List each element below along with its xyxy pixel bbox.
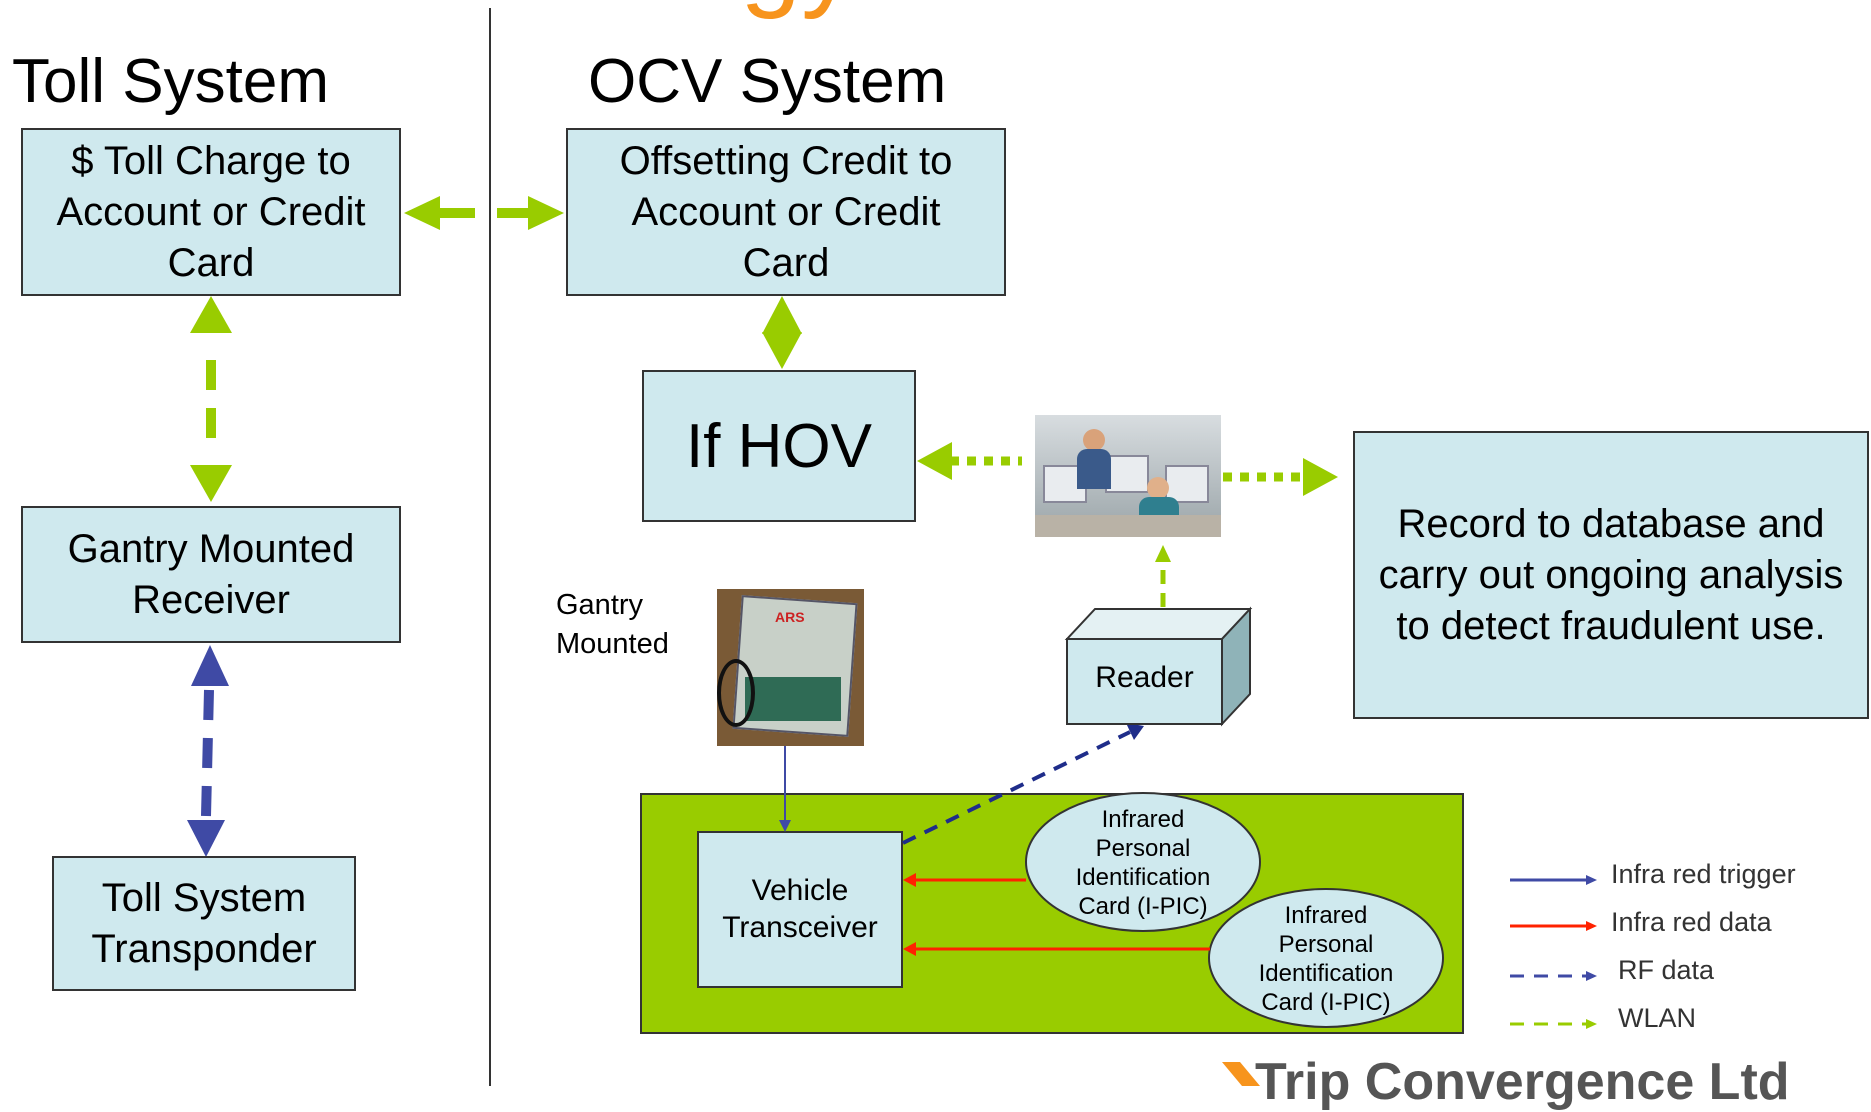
legend-line-wlan [1510,1019,1597,1029]
offsetting-credit-box: Offsetting Credit to Account or Credit C… [566,128,1006,296]
reader-box-3d [1064,606,1253,727]
wlan-link-tollcharge-gantry [190,296,232,502]
device-label: ARS [775,609,805,625]
gantry-mounted-label: Gantry Mounted [556,589,669,660]
legend-line-ir-trigger [1510,875,1597,885]
legend-line-rf-data [1510,971,1597,981]
person-1-body [1077,449,1111,489]
if-hov-box: If HOV [642,370,916,522]
monitor-2 [1105,455,1149,493]
ir-data-link-1 [903,873,1026,887]
legend-line-ir-data [1510,921,1597,931]
monitor-3 [1165,465,1209,503]
toll-system-heading: Toll System [12,47,329,116]
operations-office-photo [1035,415,1221,537]
person-2 [1147,477,1169,499]
wlan-link-credit-hov [762,296,802,369]
ipic-ellipse-2 [1208,888,1444,1028]
legend-label-wlan: WLAN [1618,1003,1697,1033]
ipic-ellipse-1 [1025,792,1261,932]
gantry-device-photo: ARS [717,589,864,746]
wlan-link-photo-hov [917,442,1022,480]
wlan-link-photo-record [1223,458,1338,496]
diagram-canvas: gy [187,0,1597,1086]
rf-link-transceiver-reader [902,723,1144,845]
record-label: Record to database and carry out ongoing… [1378,501,1844,648]
company-name: Trip Convergence Ltd [1255,1053,1790,1111]
device-cable [717,659,755,727]
wlan-link-reader-photo [1155,545,1171,607]
toll-charge-label: $ Toll Charge to Account or Credit Card [56,138,366,285]
ipic-label-1: Infrared Personal Identification Card (I… [1075,806,1211,920]
vehicle-transceiver-box [697,831,903,988]
desk [1035,515,1221,537]
ocv-system-heading: OCV System [588,47,947,116]
rf-link-gantry-transponder [187,645,229,857]
vehicle-transceiver-label: Vehicle Transceiver [722,874,878,944]
transponder-label: Toll System Transponder [91,875,317,971]
person-1 [1083,429,1105,451]
legend-label-ir-trigger: Infra red trigger [1611,859,1796,889]
ir-trigger-link [779,745,791,832]
if-hov-label: If HOV [685,411,873,481]
reader-label: Reader [1095,661,1194,694]
transponder-box: Toll System Transponder [52,856,356,991]
ipic-label-2: Infrared Personal Identification Card (I… [1258,902,1394,1016]
wlan-link-toll-ocv [404,196,564,230]
gantry-receiver-label: Gantry Mounted Receiver [67,526,355,622]
gantry-receiver-box: Gantry Mounted Receiver [21,506,401,643]
toll-charge-box: $ Toll Charge to Account or Credit Card [21,128,401,296]
slide-title-fragment: gy [740,0,856,20]
offsetting-credit-label: Offsetting Credit to Account or Credit C… [619,138,953,285]
company-logo-chevron [1222,1062,1260,1086]
ir-data-link-2 [903,942,1210,956]
device-circuit-board [745,677,841,721]
legend-label-ir-data: Infra red data [1611,907,1772,937]
legend-label-rf-data: RF data [1618,955,1715,985]
record-box: Record to database and carry out ongoing… [1353,431,1869,719]
